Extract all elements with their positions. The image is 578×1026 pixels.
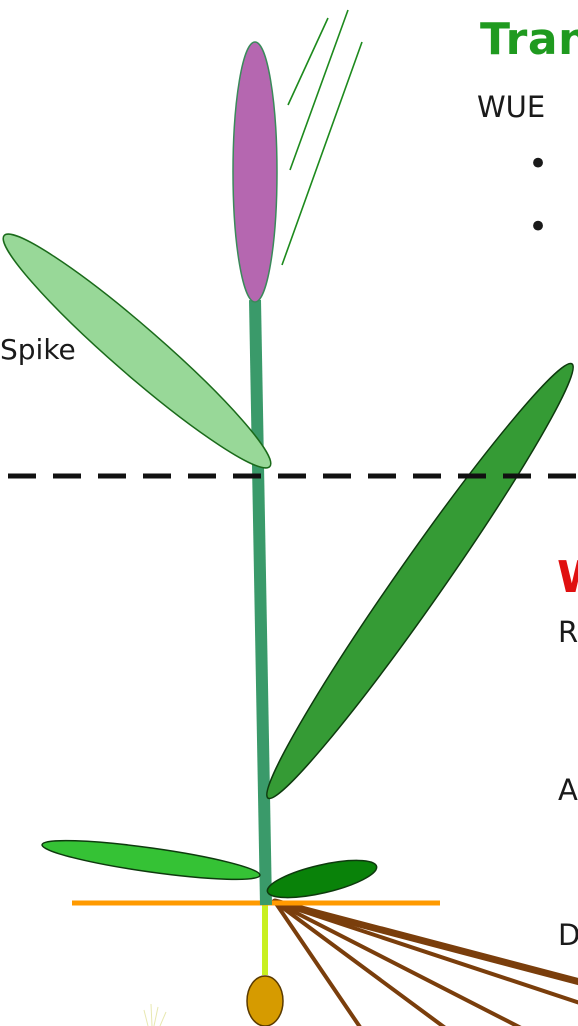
awns	[282, 10, 362, 265]
bullet-2: •	[528, 210, 548, 244]
root-hairs	[144, 1004, 166, 1026]
bullet-1: •	[528, 147, 548, 181]
root-line-a: A	[558, 773, 578, 807]
shoot-section-title: Tran	[480, 14, 578, 65]
roots	[275, 902, 578, 1026]
root-section-title: W	[557, 552, 578, 603]
root-line-r: R	[558, 615, 578, 649]
root-line-d: D	[558, 918, 578, 952]
spike	[233, 42, 277, 302]
wue-label: WUE	[477, 90, 545, 124]
seed	[247, 976, 283, 1026]
large-leaf	[249, 351, 578, 812]
spike-label: Spike	[0, 333, 76, 366]
stem	[255, 300, 266, 905]
basal-leaf-left	[40, 833, 261, 887]
basal-leaf-right	[264, 853, 379, 905]
